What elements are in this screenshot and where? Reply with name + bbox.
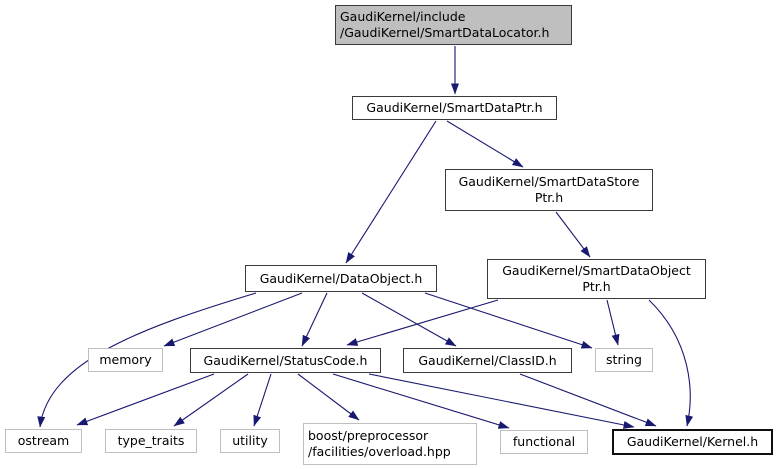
node-label: /GaudiKernel/SmartDataLocator.h (340, 25, 550, 40)
node-string: string (595, 348, 653, 372)
node-label: GaudiKernel/Kernel.h (626, 434, 759, 449)
edge-smartdataptr-to-smartdatastoreptr (446, 120, 524, 168)
edge-dataobject-to-classid (361, 292, 457, 347)
edge-statuscode-to-ostream (76, 373, 215, 426)
node-statuscode[interactable]: GaudiKernel/StatusCode.h (190, 348, 381, 373)
node-dataobject[interactable]: GaudiKernel/DataObject.h (245, 265, 437, 292)
edge-statuscode-to-kernel (368, 373, 635, 429)
edge-smartdataobjectptr-to-string (606, 299, 620, 346)
node-ostream: ostream (5, 429, 82, 453)
node-type_traits: type_traits (105, 429, 197, 453)
edge-smartdatastoreptr-to-smartdataobjectptr (555, 211, 591, 258)
node-label: GaudiKernel/include (340, 9, 466, 24)
node-label: utility (232, 433, 268, 448)
node-label: string (606, 352, 642, 367)
edge-statuscode-to-type_traits (173, 373, 249, 427)
edge-smartdataobjectptr-to-statuscode (346, 299, 499, 346)
node-kernel[interactable]: GaudiKernel/Kernel.h (612, 429, 773, 455)
edge-classid-to-kernel (519, 373, 657, 427)
node-utility: utility (220, 429, 280, 453)
node-label: GaudiKernel/StatusCode.h (203, 352, 368, 368)
edge-smartdataobjectptr-to-kernel (648, 299, 694, 427)
edge-dataobject-to-memory (163, 292, 303, 347)
node-label: GaudiKernel/SmartDataPtr.h (366, 100, 543, 115)
node-boost_overload: boost/preprocessor/facilities/overload.h… (303, 423, 477, 465)
node-smartdataptr[interactable]: GaudiKernel/SmartDataPtr.h (352, 96, 557, 120)
edge-statuscode-to-boost_overload (297, 373, 360, 421)
node-label: functional (512, 434, 576, 449)
node-label: Ptr.h (534, 190, 564, 205)
edge-dataobject-to-string (424, 292, 593, 349)
node-label: GaudiKernel/SmartDataStore (458, 174, 640, 189)
node-label: GaudiKernel/DataObject.h (259, 270, 423, 286)
node-label: GaudiKernel/ClassID.h (418, 352, 557, 368)
node-label: /facilities/overload.hpp (308, 444, 451, 459)
edge-statuscode-to-utility (253, 373, 272, 427)
node-functional: functional (500, 430, 588, 454)
edge-smartdataptr-to-dataobject (345, 120, 437, 264)
node-label: GaudiKernel/SmartDataObject (502, 263, 691, 278)
node-smartdatalocator: GaudiKernel/include/GaudiKernel/SmartDat… (335, 5, 572, 45)
node-memory: memory (88, 348, 163, 372)
node-label: type_traits (117, 433, 185, 448)
node-classid[interactable]: GaudiKernel/ClassID.h (403, 348, 572, 373)
node-label: memory (99, 352, 152, 367)
node-label: Ptr.h (582, 279, 611, 294)
edge-statuscode-to-functional (332, 373, 510, 429)
edge-dataobject-to-statuscode (301, 292, 328, 347)
node-label: boost/preprocessor (308, 428, 429, 443)
node-label: ostream (17, 433, 70, 448)
